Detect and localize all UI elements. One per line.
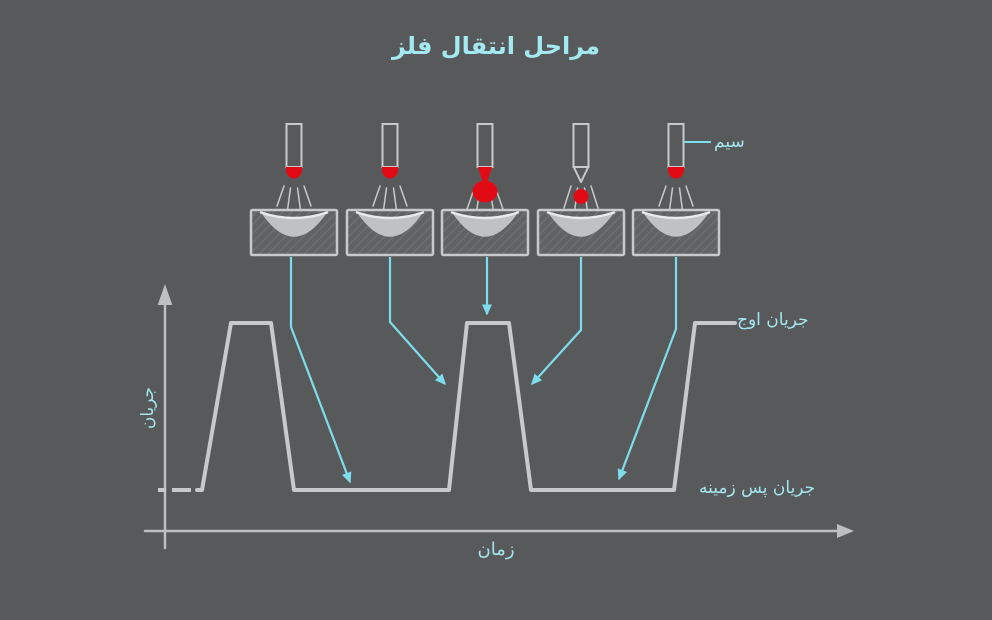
stage-4 [536, 123, 626, 257]
molten-tip [286, 167, 302, 179]
x-axis [143, 524, 854, 538]
current-waveform [158, 321, 737, 492]
weld-pool-highlight [546, 211, 616, 220]
background-current-label: جریان پس زمینه [699, 478, 816, 498]
weld-pool-highlight [355, 211, 425, 220]
molten-droplet [472, 180, 498, 203]
connector-arrow-1 [289, 257, 352, 484]
peak-current-label: جریان اوج [737, 310, 809, 330]
stage-3 [440, 123, 530, 257]
electrode-wire [285, 123, 303, 168]
molten-tip [382, 167, 398, 179]
electrode-wire [667, 123, 685, 168]
droplet-neck [478, 167, 492, 181]
electrode-wire [381, 123, 399, 168]
waveform-line [195, 321, 737, 492]
y-axis [157, 284, 173, 550]
stage-1 [249, 123, 339, 257]
electrode-wire [476, 123, 494, 168]
current-axis-label-wrap: جریان [136, 372, 160, 444]
weld-pool [357, 212, 423, 237]
electrode-wire [572, 123, 590, 168]
current-axis-label: جریان [137, 386, 158, 430]
connector-arrow-2 [388, 257, 446, 386]
detached-droplet [573, 189, 589, 204]
weld-pool-highlight [641, 211, 711, 220]
time-axis-label: زمان [477, 539, 515, 560]
weld-pool [261, 212, 327, 237]
connector-arrow-4 [530, 257, 583, 386]
arc-spray-lines [372, 185, 408, 211]
weld-pool [452, 212, 518, 237]
arc-spray-lines [658, 185, 694, 211]
stage-2 [345, 123, 435, 257]
stage-connector-arrows [289, 257, 678, 484]
weld-pool-highlight [259, 211, 329, 220]
connector-arrow-5 [617, 257, 678, 481]
wire-label: سیم [714, 132, 745, 152]
molten-tip [668, 167, 684, 179]
arc-spray-lines [276, 185, 312, 211]
x-axis-arrow [837, 524, 854, 538]
weld-pool [548, 212, 614, 237]
stage-5 [631, 123, 721, 257]
weld-pool [643, 212, 709, 237]
diagram-title: مراحل انتقال فلز [391, 32, 601, 60]
tapered-wire-tip [573, 167, 589, 183]
y-axis-arrow [157, 284, 173, 305]
weld-pool-highlight [450, 211, 520, 220]
